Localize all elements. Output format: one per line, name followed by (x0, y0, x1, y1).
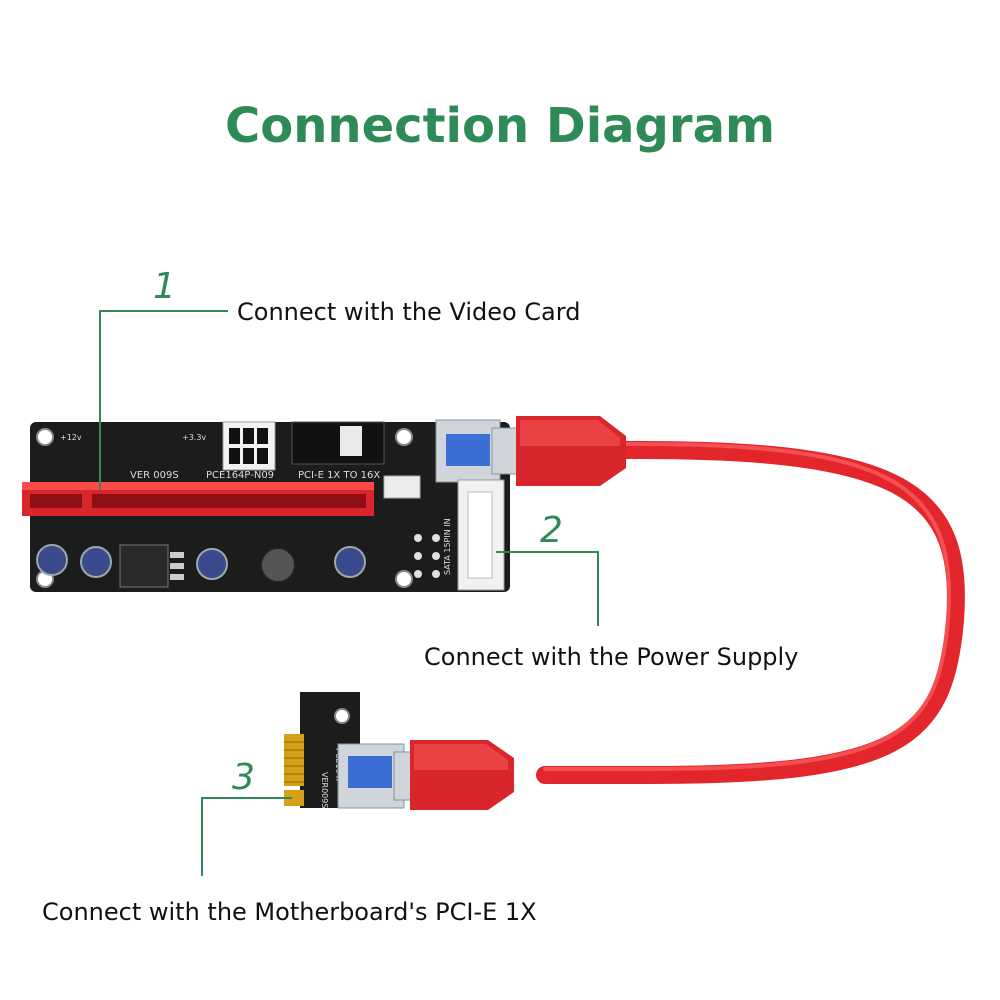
board-12v-text: +12v (60, 433, 82, 442)
callout-line-2 (496, 551, 599, 626)
usb-cable (536, 441, 965, 784)
callout-number-2: 2 (540, 510, 563, 551)
diagram-title: Connection Diagram (225, 98, 775, 154)
riser-board-large: VER 009S PCE164P-N09 PCI-E 1X TO 16X +12… (22, 419, 510, 592)
board-sata-text: SATA 15PIN IN (443, 518, 452, 575)
board-part-text: PCE164P-N09 (206, 470, 274, 481)
callout-label-video-card: Connect with the Video Card (237, 298, 581, 326)
riser-board-small: VER009S PCE164P (284, 692, 405, 809)
board-33v-text: +3.3v (182, 433, 206, 442)
callout-number-3: 3 (232, 757, 255, 798)
board-model-text: VER 009S (130, 470, 179, 481)
callout-label-power-supply: Connect with the Power Supply (424, 643, 799, 671)
pcie-x1-gold-fingers (284, 734, 304, 786)
callout-line-1 (99, 310, 228, 490)
board-slot-text: PCI-E 1X TO 16X (298, 470, 380, 481)
callout-label-motherboard: Connect with the Motherboard's PCI-E 1X (42, 898, 537, 926)
usb-plug-large (491, 416, 626, 486)
usb-cable-highlight (543, 442, 951, 771)
callout-line-3 (201, 797, 292, 876)
callout-number-1: 1 (153, 266, 176, 307)
small-board-model-text: VER009S (320, 772, 329, 808)
usb-plug-small (393, 740, 514, 810)
